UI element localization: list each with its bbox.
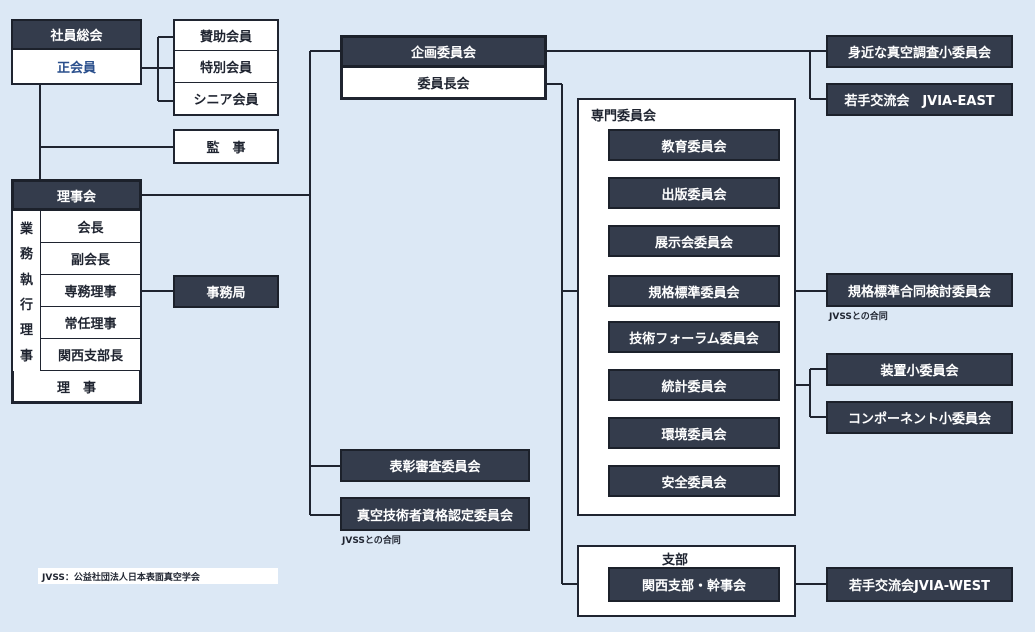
executive-label-char: 事 [19,348,33,364]
managing-director-box: 専務理事 [41,275,142,307]
executive-label-char: 理 [19,323,33,339]
secretariat-box: 事務局 [173,275,279,308]
executive-label-char: 務 [19,247,33,263]
president-box: 会長 [41,211,142,243]
specialized-item: 展示会委員会 [608,225,780,257]
jvss-joint-note: JVSSとの合同 [829,312,888,322]
standing-director-box: 常任理事 [41,307,142,339]
vacuum-subcommittee-box: 身近な真空調査小委員会 [826,35,1013,68]
senior-member-box: シニア会員 [173,83,279,116]
general-meeting-box: 社員総会 [11,19,142,50]
young-west-box: 若手交流会JVIA-WEST [826,567,1013,602]
device-subcommittee-box: 装置小委員会 [826,353,1013,386]
supporting-member-box: 賛助会員 [173,19,279,51]
directors-box: 理 事 [11,371,142,404]
specialized-item: 統計委員会 [608,369,780,401]
board-box: 理事会 [11,179,142,211]
branch-title: 支部 [662,553,689,568]
kansai-branch-box: 関西支部・幹事会 [608,567,780,602]
special-member-box: 特別会員 [173,51,279,83]
specialized-item: 環境委員会 [608,417,780,449]
specialized-item: 安全委員会 [608,465,780,497]
auditor-box: 監 事 [173,129,279,164]
vice-president-box: 副会長 [41,243,142,275]
kansai-branch-head-box: 関西支部長 [41,339,142,371]
standards-joint-box: 規格標準合同検討委員会 [826,273,1013,307]
component-subcommittee-box: コンポーネント小委員会 [826,401,1013,434]
specialized-committees-title: 専門委員会 [591,109,657,124]
regular-member-box: 正会員 [11,50,142,85]
executive-directors-label: 業 務 執 行 理 事 [11,211,41,371]
jvss-joint-note: JVSSとの合同 [342,536,401,546]
specialized-item: 出版委員会 [608,177,780,209]
awards-committee-box: 表彰審査委員会 [340,449,530,482]
specialized-item: 技術フォーラム委員会 [608,321,780,353]
executive-label-char: 行 [19,298,33,314]
specialized-item: 教育委員会 [608,129,780,161]
jvss-definition-note: JVSS：公益社団法人日本表面真空学会 [38,568,278,584]
specialized-item: 規格標準委員会 [608,275,780,307]
executive-label-char: 執 [19,272,33,288]
executive-label-char: 業 [19,222,33,238]
young-east-box: 若手交流会 JVIA-EAST [826,83,1013,116]
certification-committee-box: 真空技術者資格認定委員会 [340,497,530,531]
planning-committee-box: 企画委員会 [340,35,547,68]
chairs-meeting-box: 委員長会 [340,68,547,100]
